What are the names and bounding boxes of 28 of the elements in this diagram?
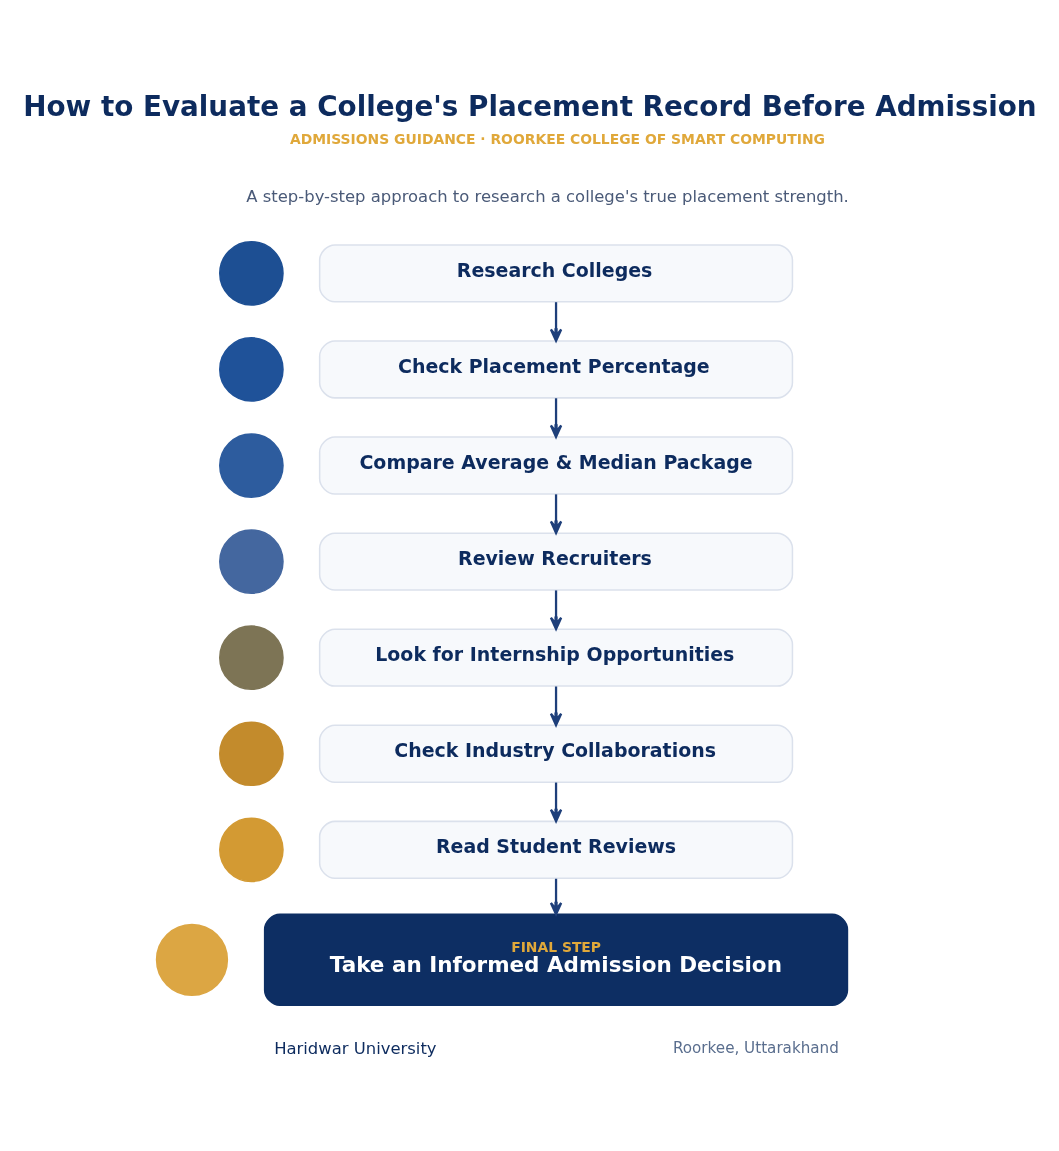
- node-circle: [219, 817, 284, 883]
- arrow: [549, 494, 563, 535]
- node-box: Check Industry Collaborations: [318, 724, 794, 783]
- label: A step-by-step approach to research a college's true placement strength.: [246, 186, 849, 206]
- node-box: Look for Internship Opportunities: [318, 628, 794, 687]
- node-box: Review Recruiters: [318, 532, 794, 591]
- arrow: [549, 302, 563, 342]
- arrow: [549, 398, 563, 438]
- node-circle: [155, 923, 229, 996]
- label: Roorkee, Uttarakhand: [672, 1039, 839, 1058]
- node-box: Compare Average & Median Package: [318, 436, 794, 495]
- node-box: Read Student Reviews: [318, 820, 794, 880]
- node-circle: [219, 337, 284, 402]
- node-circle: [219, 721, 284, 787]
- arrow: [549, 782, 563, 823]
- node-box: FINAL STEP Take an Informed Admission Decision: [263, 913, 849, 1007]
- arrow: [549, 878, 563, 916]
- label: Haridwar University: [274, 1038, 437, 1058]
- node-box: Research Colleges: [318, 244, 794, 303]
- node-circle: [219, 529, 284, 594]
- node-circle: [219, 433, 284, 498]
- node-circle: [219, 625, 284, 691]
- diagram-title: How to Evaluate a College's Placement Record Before Admission: [23, 90, 1037, 124]
- label: ADMISSIONS GUIDANCE · ROORKEE COLLEGE OF SMART COMPUTING: [289, 131, 825, 148]
- arrow: [549, 686, 563, 727]
- arrow: [549, 590, 563, 631]
- node-box: Check Placement Percentage: [318, 340, 794, 399]
- node-circle: [219, 241, 284, 306]
